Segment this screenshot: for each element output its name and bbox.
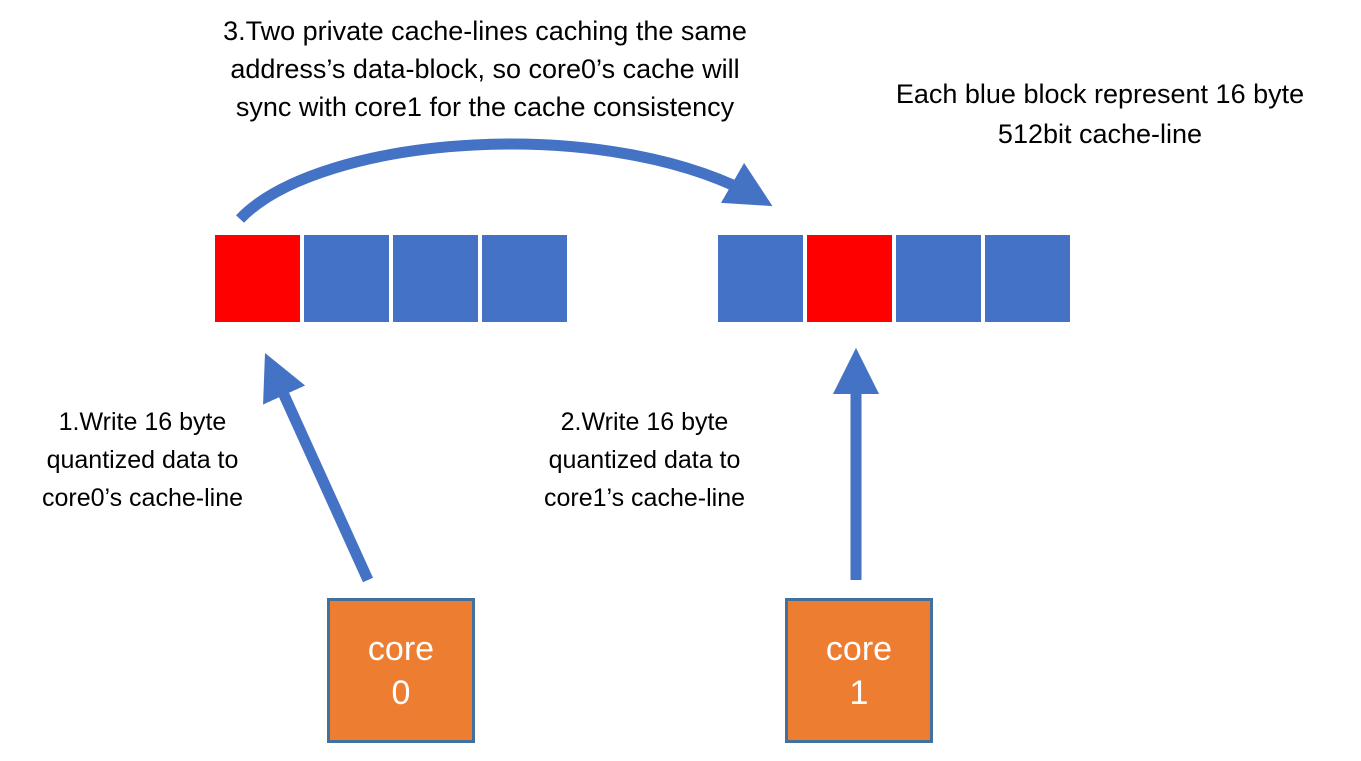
core0-box: core 0: [327, 598, 475, 743]
cache-block-blue: [393, 235, 478, 322]
cache-line-legend: Each blue block represent 16 byte 512bit…: [895, 79, 1305, 149]
cache-block-blue: [896, 235, 981, 322]
cache-line-core0: [215, 235, 567, 322]
core0-label: core 0: [367, 629, 435, 712]
cache-block-blue: [304, 235, 389, 322]
cache-line-core1: [718, 235, 1070, 322]
cache-block-blue: [985, 235, 1070, 322]
step2-annotation: 2.Write 16 byte quantized data to core1’…: [543, 408, 746, 512]
write-arrow-core0: [263, 352, 374, 583]
core1-box: core 1: [785, 598, 933, 743]
sync-arrow: [236, 138, 773, 223]
step1-annotation: 1.Write 16 byte quantized data to core0’…: [41, 408, 244, 512]
cache-block-red: [215, 235, 300, 322]
cache-block-blue: [482, 235, 567, 322]
step3-annotation: 3.Two private cache-lines caching the sa…: [223, 16, 747, 122]
core1-label: core 1: [825, 629, 893, 712]
cache-block-red: [807, 235, 892, 322]
cache-block-blue: [718, 235, 803, 322]
